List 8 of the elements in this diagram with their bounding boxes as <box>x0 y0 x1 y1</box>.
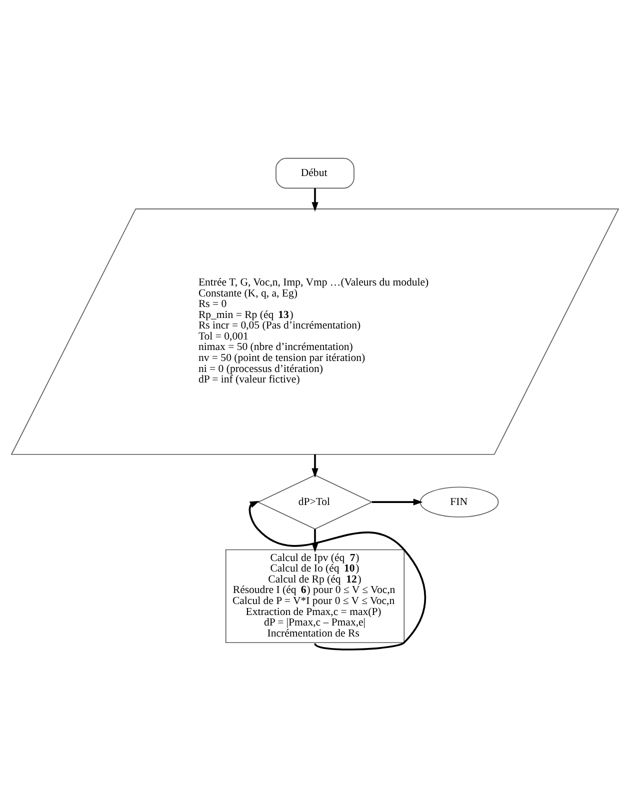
node-box: Début <box>276 157 354 188</box>
arrow <box>372 498 423 505</box>
node-ellipse: FIN <box>420 486 499 517</box>
arrow <box>312 188 318 212</box>
arrow <box>248 500 426 650</box>
arrow <box>312 454 318 478</box>
node-box: Calcul de Ipv (éq 7) Calcul de Io (éq 10) Calcul de Rp (éq 12) Résoudre I (éq 6) pour 0 ≤ V ≤ Voc,n Calcul de P = V*I pour 0 ≤ V ≤ Voc,n Extraction de Pmax,c = max(P) dP = |Pmax,c – Pmax,e| Incrémentation de Rs <box>225 548 405 643</box>
node-diamond: dP>Tol <box>257 474 373 529</box>
